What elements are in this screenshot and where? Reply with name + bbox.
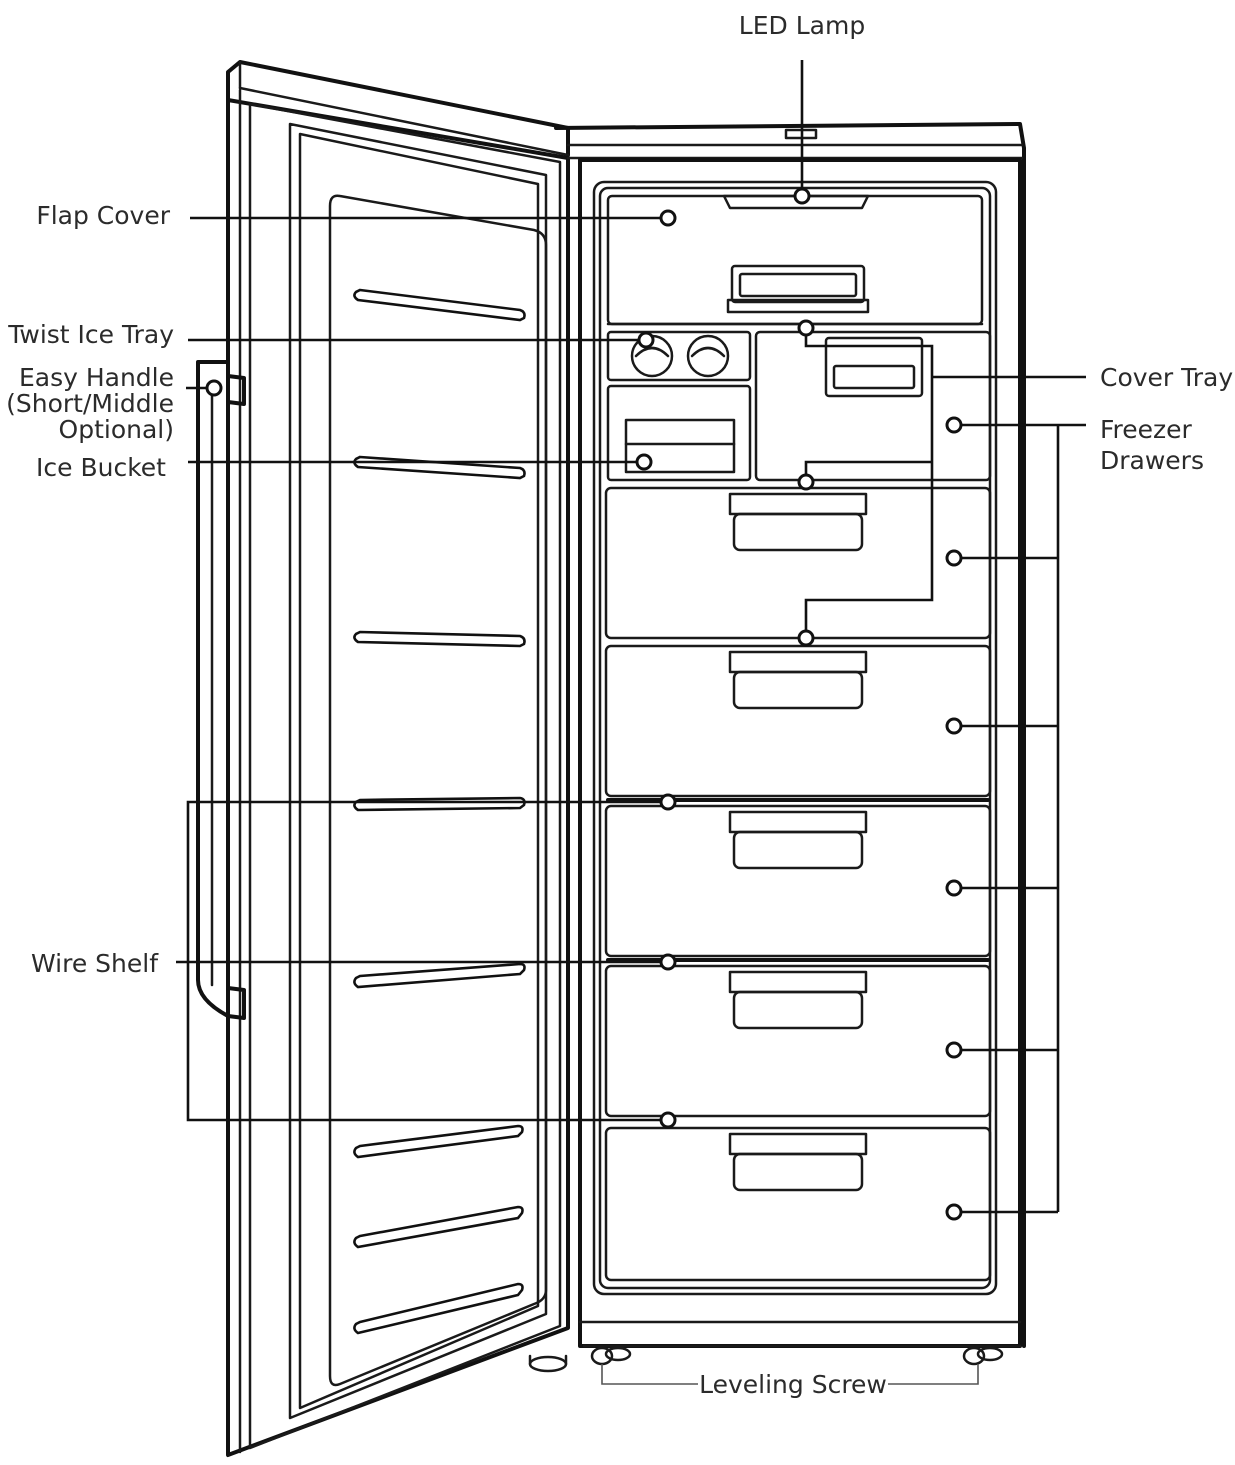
leveling-foot-right [962, 1346, 986, 1366]
door-shelves [353, 288, 526, 1335]
freezer-drawers [604, 486, 992, 1282]
callout-dot [659, 209, 677, 227]
label-easy-handle-3: Optional) [59, 415, 174, 444]
callout-dots [205, 187, 963, 1221]
callout-dot [797, 629, 815, 647]
label-twist-ice-tray: Twist Ice Tray [7, 320, 174, 349]
label-easy-handle-2: (Short/Middle [6, 389, 174, 418]
callout-dot [797, 473, 815, 491]
callout-dot [205, 379, 223, 397]
drawer-2 [604, 644, 992, 798]
label-leveling-screw: Leveling Screw [699, 1370, 887, 1399]
callout-dot [635, 453, 653, 471]
door-shelf [353, 962, 526, 989]
labels: LED Lamp Flap Cover Twist Ice Tray Easy … [6, 11, 1233, 1399]
door-shelf [353, 1124, 524, 1159]
drawer-4 [604, 964, 992, 1118]
easy-handle [196, 360, 246, 1020]
callout-dot [659, 953, 677, 971]
callout-dot [945, 1041, 963, 1059]
callout-dot [945, 416, 963, 434]
door-shelf [353, 796, 526, 812]
callout-dot [659, 1111, 677, 1129]
callout-dot [945, 549, 963, 567]
door-shelf [353, 455, 526, 480]
freezer-cabinet [554, 122, 1026, 1366]
door-shelf [353, 1205, 524, 1249]
drawer-3 [604, 804, 992, 958]
label-cover-tray: Cover Tray [1100, 363, 1233, 392]
drawer-1 [604, 486, 992, 640]
leader-lines [176, 60, 1086, 1385]
label-flap-cover: Flap Cover [36, 201, 170, 230]
label-led-lamp: LED Lamp [739, 11, 865, 40]
door-shelf [353, 1282, 524, 1335]
callout-dot [945, 1203, 963, 1221]
label-freezer-drawers-2: Drawers [1100, 446, 1204, 475]
freezer-door [226, 60, 570, 1457]
label-wire-shelf: Wire Shelf [31, 949, 159, 978]
door-shelf [353, 630, 526, 648]
label-ice-bucket: Ice Bucket [36, 453, 166, 482]
callout-dot [637, 331, 655, 349]
callout-dot [945, 717, 963, 735]
callout-dot [945, 879, 963, 897]
callout-dot [793, 187, 811, 205]
label-easy-handle-1: Easy Handle [19, 363, 174, 392]
ice-maker-area [606, 330, 992, 482]
callout-dot [659, 793, 677, 811]
drawer-5 [604, 1126, 992, 1282]
callout-dot [797, 319, 815, 337]
label-freezer-drawers-1: Freezer [1100, 415, 1193, 444]
door-shelf [353, 288, 526, 322]
